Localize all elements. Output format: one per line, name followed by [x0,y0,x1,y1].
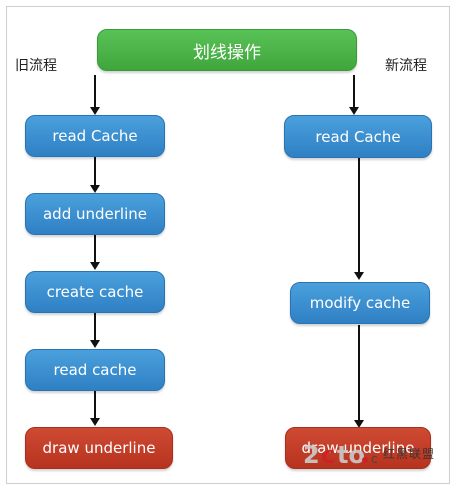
new-step-2-label: modify cache [309,294,411,312]
old-step-1-label: read Cache [52,127,138,145]
new-step-read-cache: read Cache [284,115,432,158]
svg-text:c: c [321,441,335,469]
old-step-4-label: read cache [53,361,137,379]
old-flow-label: 旧流程 [15,58,57,74]
new-step-1-label: read Cache [315,127,401,146]
watermark-logo-icon: 2 c to c [303,436,381,470]
arrow-top-to-old-1 [90,75,100,115]
svg-text:2: 2 [303,441,320,469]
arrow-top-to-new-1 [349,75,359,115]
arrow-old-2-to-old-3 [90,235,100,270]
svg-text:c: c [371,452,378,466]
arrow-old-3-to-old-4 [90,313,100,348]
old-step-3-label: create cache [46,283,144,301]
new-step-3-label: draw underline [301,439,415,457]
old-step-draw-underline: draw underline [25,427,173,469]
arrow-old-1-to-old-2 [90,157,100,193]
arrow-old-4-to-old-5 [90,391,100,426]
svg-text:to: to [337,441,365,469]
old-step-create-cache: create cache [25,271,165,313]
new-step-draw-underline: draw underline [285,427,431,469]
arrow-new-2-to-new-3 [354,325,364,428]
old-step-read-cache-2: read cache [25,349,165,391]
new-step-modify-cache: modify cache [290,282,430,324]
arrow-new-1-to-new-2 [354,158,364,280]
top-node-label: 划线操作 [193,42,261,63]
old-step-2-label: add underline [42,205,147,223]
diagram-frame: 划线操作 旧流程 新流程 read Cache add underline cr… [6,6,450,484]
old-step-read-cache: read Cache [25,115,165,157]
old-step-add-underline: add underline [25,193,165,235]
watermark-text: 红黑联盟 [382,446,435,461]
new-flow-label: 新流程 [385,58,427,74]
old-step-5-label: draw underline [42,439,156,457]
top-node-line-operation: 划线操作 [97,29,357,71]
watermark: 2 c to c 红黑联盟 [303,435,435,471]
